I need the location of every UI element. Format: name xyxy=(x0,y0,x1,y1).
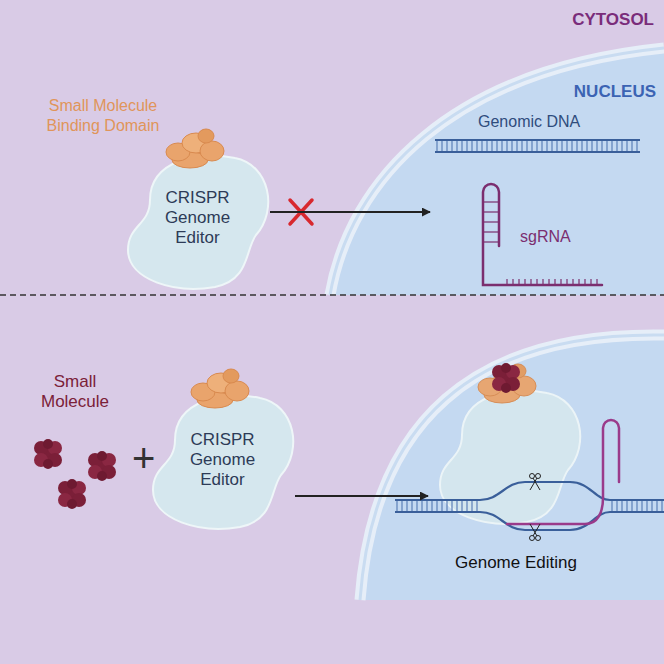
dna-ladder xyxy=(435,140,640,152)
dna-label: Genomic DNA xyxy=(478,113,580,131)
rna-label: sgRNA xyxy=(520,228,571,246)
divider-line xyxy=(0,294,664,296)
domain-label: Small Molecule Binding Domain xyxy=(28,96,178,136)
editor-label: CRISPR Genome Editor xyxy=(183,430,263,490)
transport-arrow xyxy=(295,495,428,497)
nucleus-region: NUCLEUS Genomic DNA sgRNA xyxy=(330,40,664,295)
nucleus-top xyxy=(330,48,664,295)
editor-protein: CRISPR Genome Editor xyxy=(125,148,270,288)
editing-complex xyxy=(395,363,664,541)
editor-protein: CRISPR Genome Editor xyxy=(150,385,295,535)
nucleus-bottom xyxy=(360,335,664,600)
molecule-label: Small Molecule xyxy=(28,372,122,412)
small-molecules xyxy=(34,439,116,509)
editor-blob xyxy=(128,129,268,289)
nucleus-region: Genome Editing xyxy=(360,335,664,600)
editor-label: CRISPR Genome Editor xyxy=(158,188,238,248)
editor-blob xyxy=(153,369,293,529)
compartment-label: CYTOSOL xyxy=(572,10,654,30)
outcome-label: Genome Editing xyxy=(455,553,577,573)
sgrna-hairpin xyxy=(483,184,602,285)
transport-arrow xyxy=(270,211,430,213)
plus-sign: + xyxy=(132,436,155,480)
compartment-label: NUCLEUS xyxy=(574,82,656,102)
